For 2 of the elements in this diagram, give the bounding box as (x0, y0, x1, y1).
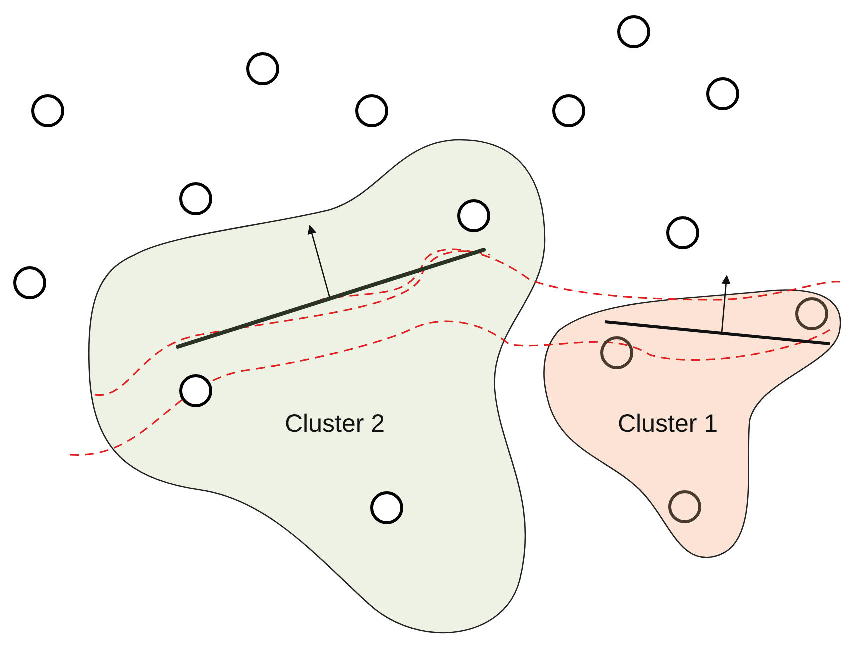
cluster-label: Cluster 1 (618, 410, 718, 439)
cluster-label: Cluster 2 (285, 410, 386, 439)
